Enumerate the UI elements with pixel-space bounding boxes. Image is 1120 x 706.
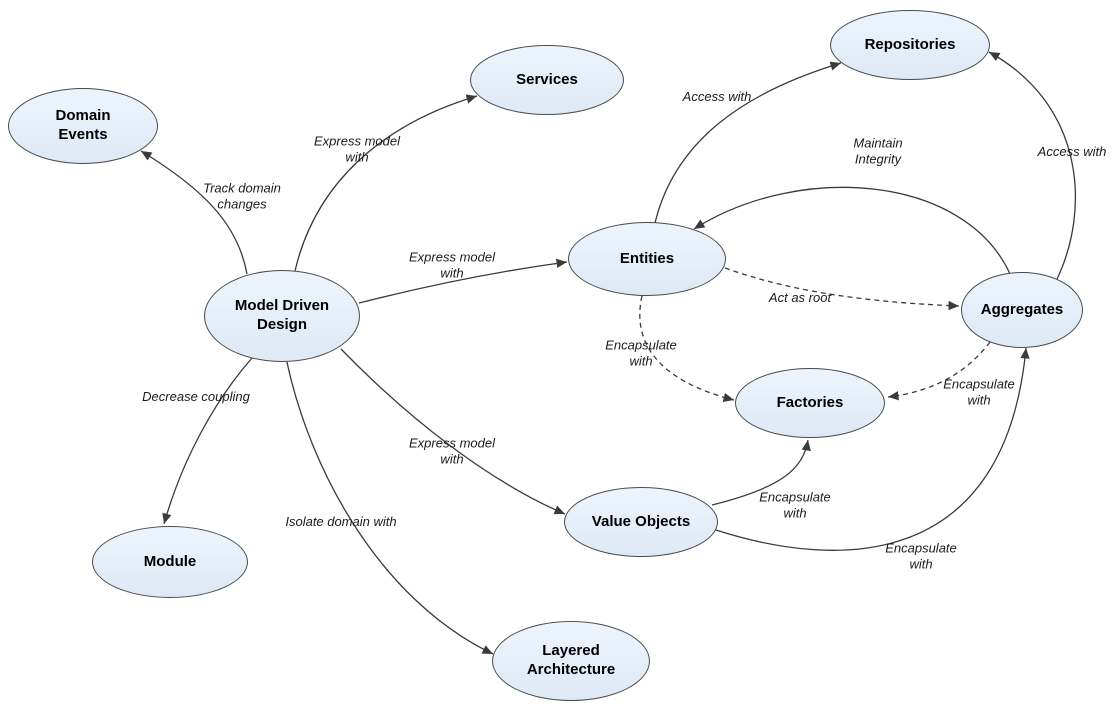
node-aggregates: Aggregates (961, 272, 1083, 348)
edge-label-line: Encapsulate (605, 337, 677, 353)
edge-label-line: with (967, 392, 991, 407)
node-factories: Factories (735, 368, 885, 438)
edge-encapsulate-entities-factories (639, 295, 735, 402)
edge-label-line: Access with (682, 89, 752, 105)
edge-label-line: with (440, 451, 464, 466)
edge-label-line: Access with (1037, 144, 1107, 160)
edge-label-access-with-entities: Access with (683, 89, 752, 105)
node-label-line: Architecture (526, 661, 616, 678)
edge-label-line: Encapsulate (943, 376, 1015, 392)
node-value-objects: Value Objects (564, 487, 718, 557)
node-repositories: Repositories (830, 10, 990, 80)
node-model-driven-design: Model Driven Design (204, 270, 360, 362)
edge-label-access-with-aggregates: Access with (1038, 144, 1107, 160)
node-layered-architecture: Layered Architecture (492, 621, 650, 701)
edge-label-line: with (440, 265, 464, 280)
edge-track-domain-changes (140, 150, 248, 275)
edge-label-line: Encapsulate (885, 540, 957, 556)
edge-encapsulate-value-objects-aggregates (715, 347, 1030, 551)
edge-label-line: Express model (314, 133, 400, 149)
edge-label-line: Express model (409, 249, 495, 265)
edge-access-with-entities (654, 61, 842, 224)
edge-encapsulate-aggregates-factories (887, 341, 991, 401)
node-services: Services (470, 45, 624, 115)
edge-maintain-integrity (693, 186, 1011, 275)
edge-label-line: Integrity (854, 151, 902, 166)
node-domain-events: Domain Events (8, 88, 158, 164)
edge-label-isolate-domain-with: Isolate domain with (285, 514, 396, 530)
edge-label-line: Isolate domain with (285, 514, 397, 530)
node-label-line: Value Objects (591, 512, 691, 530)
edge-label-line: with (345, 149, 369, 164)
edge-label-line: Maintain (853, 135, 903, 151)
node-label-line: Repositories (864, 35, 956, 53)
node-label-line: Aggregates (980, 300, 1064, 318)
edge-label-line: Encapsulate (759, 489, 831, 505)
edge-label-line: Act as root (768, 290, 832, 306)
edge-isolate-domain-with (286, 361, 494, 655)
node-entities: Entities (568, 222, 726, 296)
edge-label-line: Track domain (203, 180, 281, 196)
edge-label-encapsulate-value-objects-aggregates: Encapsulate with (885, 540, 957, 571)
edge-label-express-model-services: Express model with (314, 133, 400, 164)
edge-label-express-model-entities: Express model with (409, 249, 495, 280)
edge-label-line: Decrease coupling (142, 389, 250, 405)
edge-label-line: with (629, 353, 653, 368)
edge-label-decrease-coupling: Decrease coupling (142, 389, 250, 405)
edge-express-model-value-objects (340, 348, 566, 515)
edge-label-maintain-integrity: Maintain Integrity (853, 135, 902, 166)
node-label-line: Entities (619, 249, 675, 267)
edge-label-encapsulate-aggregates-factories: Encapsulate with (943, 376, 1015, 407)
node-module: Module (92, 526, 248, 598)
edge-decrease-coupling (162, 357, 253, 525)
edge-express-model-entities (358, 258, 568, 304)
edge-label-line: with (783, 505, 807, 520)
edge-label-line: changes (217, 196, 267, 211)
node-label-line: Design (256, 316, 307, 333)
edge-label-express-model-value-objects: Express model with (409, 435, 495, 466)
edge-express-model-services (294, 94, 478, 272)
edge-label-track-domain-changes: Track domain changes (203, 180, 281, 211)
node-label-line: Layered (542, 642, 600, 660)
edge-label-encapsulate-value-objects-factories: Encapsulate with (759, 489, 831, 520)
edge-label-encapsulate-entities-factories: Encapsulate with (605, 337, 677, 368)
node-label-line: Domain (55, 107, 111, 125)
node-label-line: Services (516, 70, 578, 88)
node-label-line: Module (143, 552, 197, 570)
edge-label-line: with (909, 556, 933, 571)
edge-act-as-root (724, 267, 960, 311)
node-label-line: Factories (776, 393, 844, 411)
edge-access-with-aggregates (988, 51, 1077, 280)
node-label-line: Model Driven (234, 297, 330, 315)
edge-encapsulate-value-objects-factories (711, 439, 811, 506)
edge-label-line: Express model (409, 435, 495, 451)
node-label-line: Events (58, 126, 108, 143)
edge-label-act-as-root: Act as root (769, 290, 831, 306)
